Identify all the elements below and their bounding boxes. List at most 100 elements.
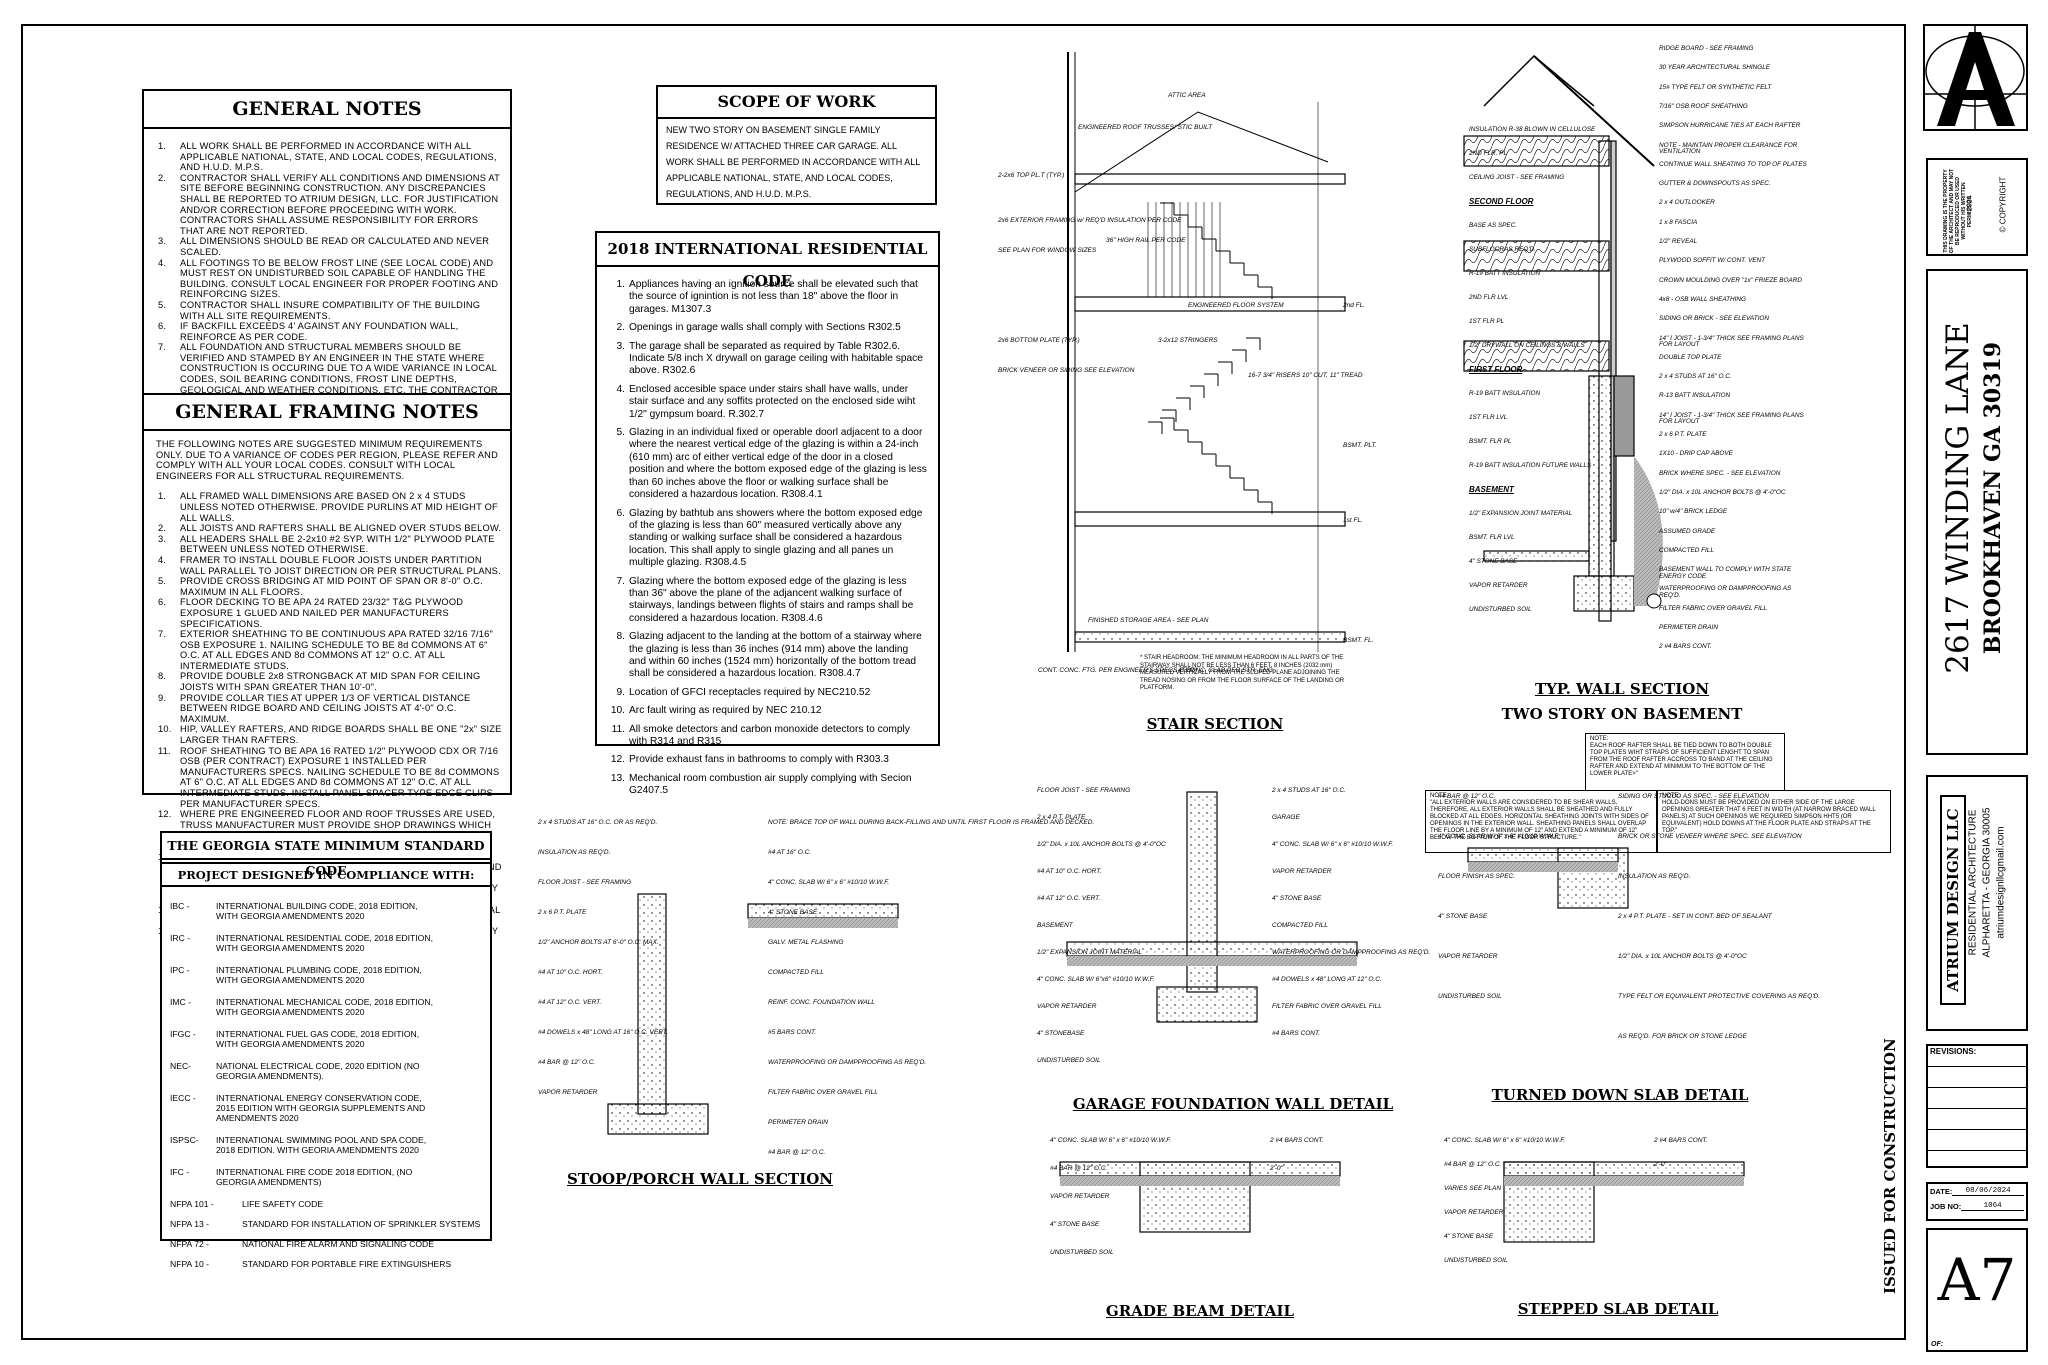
item-text: CONTRACTOR SHALL INSURE COMPATIBILITY OF…: [180, 299, 481, 321]
wall-note-box: NOTE:EACH ROOF RAFTER SHALL BE TIED DOWN…: [1585, 733, 1785, 796]
callout-label: FLOOR JOIST - SEE FRAMING: [538, 879, 631, 886]
irc-item: 11.All smoke detectors and carbon monoxi…: [605, 724, 928, 749]
basement-slab: [1483, 550, 1590, 562]
wall-callout-left: BASE AS SPEC.: [1469, 222, 1518, 229]
wall-callout-right: 15# TYPE FELT OR SYNTHETIC FELT: [1659, 83, 1772, 91]
issued-for-construction: ISSUED FOR CONSTRUCTION: [1881, 1038, 1899, 1294]
item-number: 6.: [158, 321, 167, 332]
wall-note-box: NOTE:HOLD-DONS MUST BE PROVIDED ON EITHE…: [1657, 790, 1891, 853]
firm-line2: ALPHARETTA - GEORGIA 30005: [1981, 807, 1993, 958]
item-number: 5.: [158, 299, 167, 310]
callout-label: #4 AT 10" O.C. HORT.: [538, 969, 603, 976]
item-number: 4.: [158, 257, 167, 268]
brick-ledge: [1613, 375, 1635, 457]
item-text: Arc fault wiring as required by NEC 210.…: [629, 705, 822, 717]
irc-title: 2018 INTERNATIONAL RESIDENTIAL CODE: [597, 233, 938, 290]
footing: [1573, 575, 1635, 612]
callout-label: #4 AT 16" O.C.: [768, 849, 811, 856]
code-item: IECC -INTERNATIONAL ENERGY CONSERVATION …: [170, 1093, 482, 1123]
general-note-item: 3.ALL DIMENSIONS SHOULD BE READ OR CALCU…: [158, 236, 500, 257]
item-number: 7.: [158, 342, 167, 353]
code-text: INTERNATIONAL ENERGY CONSERVATION CODE, …: [216, 1093, 426, 1123]
wall-callout-right: SIMPSON HURRICANE TIES AT EACH RAFTER: [1659, 122, 1801, 130]
job-value: 1064: [1961, 1202, 2024, 1211]
item-text: Enclosed accesible space under stairs sh…: [629, 383, 916, 420]
stoop-drawing: 2 x 4 STUDS AT 16" O.C. OR AS REQ'D.INSU…: [537, 819, 1094, 1156]
callout-label: 4" STONE BASE: [1438, 913, 1488, 920]
stair-callout: 16-7 3/4" RISERS 10" CUT, 11" TREAD: [1248, 372, 1363, 379]
wall-section-subtitle: TWO STORY ON BASEMENT: [1501, 705, 1743, 723]
note-text: "ALL EXTERIOR WALLS ARE CONSIDERED TO BE…: [1430, 800, 1649, 841]
item-number: 10.: [610, 705, 625, 717]
callout-label: COMPACTED FILL: [1272, 922, 1328, 929]
callout-label: #5 BARS CONT.: [768, 1029, 816, 1036]
callout-label: FLOOR FINISH AS SPEC.: [1438, 873, 1515, 880]
irc-panel: 2018 INTERNATIONAL RESIDENTIAL CODE 1.Ap…: [595, 231, 940, 796]
basement-slab: [1074, 631, 1346, 643]
code-abbr: IMC -: [170, 997, 192, 1007]
item-text: Openings in garage walls shall comply wi…: [629, 322, 901, 334]
wall-callout-right: RIDGE BOARD - SEE FRAMING: [1659, 45, 1754, 52]
item-number: 5.: [158, 576, 167, 587]
wall-callout-right: COMPACTED FILL: [1659, 546, 1714, 554]
wall-callout-right: BRICK WHERE SPEC. - SEE ELEVATION: [1659, 469, 1781, 477]
code-item: IFGC -INTERNATIONAL FUEL GAS CODE, 2018 …: [170, 1029, 482, 1049]
callout-label: 4" STONE BASE: [1272, 895, 1322, 902]
stoop-title: STOOP/PORCH WALL SECTION: [566, 1170, 834, 1188]
framing-note-item: 9.PROVIDE COLLAR TIES AT UPPER 1/3 OF VE…: [158, 693, 502, 725]
callout-label: 2 x 6 P.T. PLATE: [537, 909, 587, 916]
callout-label: 2'-0": [1269, 1165, 1284, 1172]
general-notes-panel: GENERAL NOTES 1.ALL WORK SHALL BE PERFOR…: [142, 89, 512, 501]
floor-system-1st: [1074, 511, 1346, 527]
code-item: NFPA 13 -STANDARD FOR INSTALLATION OF SP…: [170, 1219, 482, 1229]
of-label: OF:: [1931, 1341, 1944, 1348]
callout-label: BRICK OR STONE VENEER WHERE SPEC. SEE EL…: [1618, 833, 1802, 840]
item-text: PROVIDE COLLAR TIES AT UPPER 1/3 OF VERT…: [180, 692, 471, 724]
revisions-box: REVISIONS:: [1926, 1044, 2028, 1168]
stair-callout: BSMT. FL.: [1343, 637, 1374, 644]
framing-note-item: 6.FLOOR DECKING TO BE APA 24 RATED 23/32…: [158, 597, 502, 629]
wall-callout-right: 4x8 - OSB WALL SHEATHING: [1659, 295, 1747, 303]
attic-insulation: [1463, 135, 1610, 167]
code-text: STANDARD FOR PORTABLE FIRE EXTINGUISHERS: [242, 1259, 452, 1269]
callout-label: #4 BAR @ 12" O.C.: [1438, 793, 1496, 800]
code-abbr: NFPA 101 -: [170, 1199, 214, 1209]
georgia-code-panel: THE GEORGIA STATE MINIMUM STANDARD CODE …: [160, 831, 492, 1269]
wall-callout-right: 1X10 - DRIP CAP ABOVE: [1659, 450, 1733, 458]
item-number: 1.: [616, 279, 626, 290]
job-label: JOB NO:: [1930, 1202, 1962, 1211]
item-number: 10.: [158, 724, 172, 735]
item-text: Location of GFCI receptacles required by…: [629, 686, 871, 698]
note-text: HOLD-DONS MUST BE PROVIDED ON EITHER SID…: [1662, 800, 1876, 834]
callout-label: #4 AT 12" O.C. VERT.: [538, 999, 602, 1006]
item-text: Appliances having an ignition source sha…: [629, 279, 918, 315]
irc-item: 13.Mechanical room combustion air supply…: [605, 773, 928, 798]
code-text: INTERNATIONAL FIRE CODE 2018 EDITION, (N…: [216, 1167, 413, 1187]
item-number: 7.: [616, 575, 626, 587]
wall-callout-left: R-19 BATT INSULATION: [1469, 390, 1541, 397]
callout-label: #4 DOWELS x 48" LONG AT 12" O.C.: [1272, 976, 1382, 983]
item-number: 2.: [158, 172, 167, 183]
garage-foundation-title: GARAGE FOUNDATION WALL DETAIL: [1072, 1095, 1394, 1113]
code-item: IBC -INTERNATIONAL BUILDING CODE, 2018 E…: [170, 901, 482, 921]
address-line2: BROOKHAVEN GA 30319: [1980, 341, 2006, 655]
code-text: INTERNATIONAL BUILDING CODE, 2018 EDITIO…: [216, 901, 418, 921]
code-abbr: NFPA 10 -: [170, 1259, 210, 1269]
callout-label: BASEMENT: [1037, 922, 1074, 929]
code-abbr: ISPSC-: [170, 1135, 199, 1145]
callout-label: VARIES SEE PLAN: [1444, 1185, 1501, 1192]
georgia-list: IBC -INTERNATIONAL BUILDING CODE, 2018 E…: [162, 887, 490, 1269]
callout-label: VAPOR RETARDER: [1444, 1209, 1504, 1216]
wall-callout-right: 1 x 8 FASCIA: [1659, 218, 1698, 226]
wall-callout-left: 1/2" EXPANSION JOINT MATERIAL: [1469, 510, 1573, 517]
item-text: Glazing by bathtub ans showers where the…: [629, 507, 923, 569]
wall-callout-right: BASEMENT WALL TO COMPLY WITH STATE ENERG…: [1659, 566, 1792, 580]
logo: [1923, 24, 2028, 131]
item-text: ALL WORK SHALL BE PERFORMED IN ACCORDANC…: [180, 141, 497, 173]
grade-beam: [1557, 847, 1629, 909]
framing-note-item: 8.PROVIDE DOUBLE 2x8 STRONGBACK AT MID S…: [158, 671, 502, 692]
sheet-number-box: A7 OF:: [1926, 1228, 2028, 1352]
framing-note-item: 1.ALL FRAMED WALL DIMENSIONS ARE BASED O…: [158, 491, 502, 523]
code-item: NEC-NATIONAL ELECTRICAL CODE, 2020 EDITI…: [170, 1061, 482, 1081]
foundation-wall: [637, 893, 667, 1115]
